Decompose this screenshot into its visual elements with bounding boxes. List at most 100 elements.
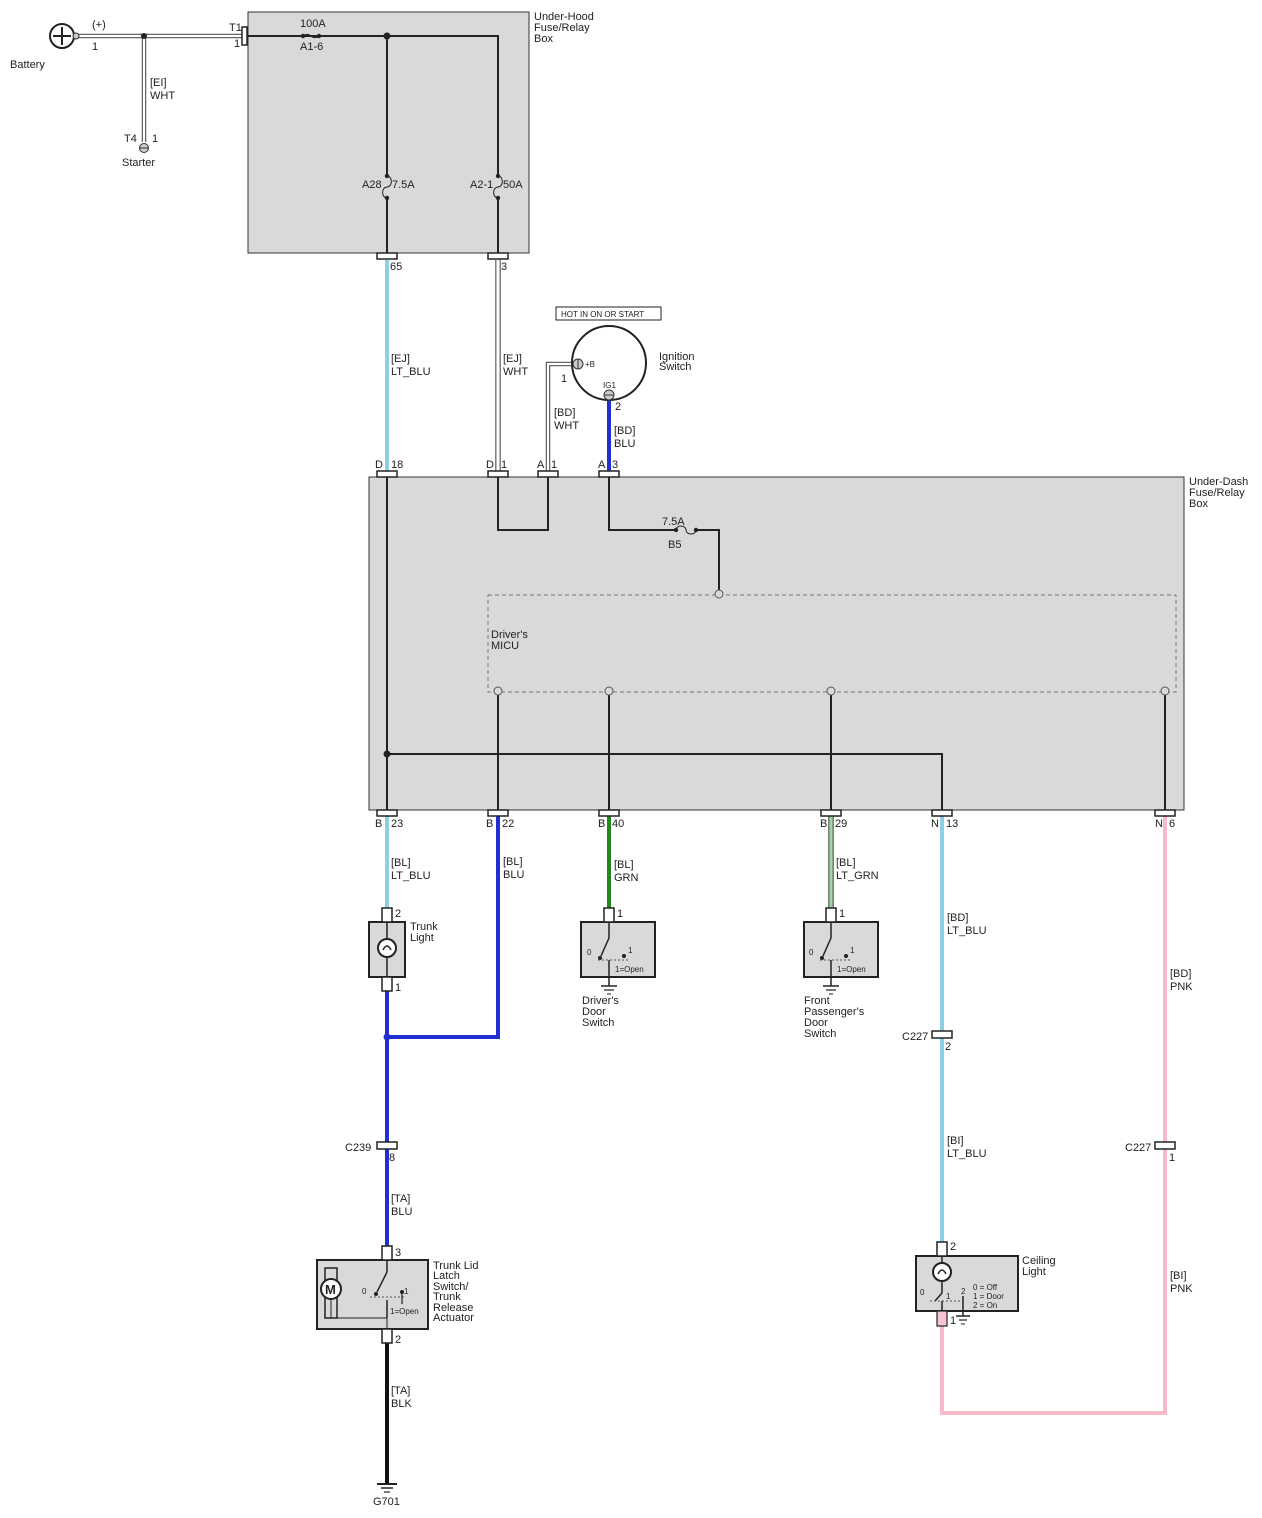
- wire-b23-color: LT_BLU: [391, 870, 431, 882]
- ud-pin-n6-a: N: [1155, 818, 1163, 830]
- starter-wire-harness: [EI]: [150, 77, 167, 89]
- ceiling-label-2: Light: [1022, 1266, 1046, 1278]
- ud-pin-b40-a: B: [598, 818, 605, 830]
- ceiling-light-icon: [915, 1241, 1019, 1327]
- c227b-pin: 1: [1169, 1152, 1175, 1164]
- hot-label: HOT IN ON OR START: [561, 310, 644, 319]
- wire-ta-blk-color: BLK: [391, 1398, 412, 1410]
- ud-pin-d1-b: 1: [501, 459, 507, 471]
- wire-n6-lower-harness: [BI]: [1170, 1270, 1187, 1282]
- trunk-light-pin-top: 2: [395, 908, 401, 920]
- wire-n13-lower-harness: [BI]: [947, 1135, 964, 1147]
- ceiling-pos0: 0: [920, 1288, 925, 1297]
- connector-pins: [241, 26, 1176, 1150]
- wire-ej-lt-blu-color: LT_BLU: [391, 366, 431, 378]
- ign-term-ig1: IG1: [603, 381, 616, 390]
- battery-icon: [49, 23, 80, 49]
- fuse-b5-id: B5: [668, 539, 681, 551]
- drv-door-pos0: 0: [587, 948, 592, 957]
- hot-in-on-start-tag: [555, 306, 662, 321]
- battery-label: Battery: [10, 59, 45, 71]
- wire-bd-blu-color: BLU: [614, 438, 635, 450]
- wire-b29-harness: [BL]: [836, 857, 856, 869]
- pass-door-pos1: 1: [850, 946, 855, 955]
- actuator-label-3: Switch/: [433, 1281, 469, 1293]
- starter-wire-color: WHT: [150, 90, 175, 102]
- ign-pin-ig1: 2: [615, 401, 621, 413]
- wire-bd-blu-harness: [BD]: [614, 425, 635, 437]
- trunk-light-label-1: Trunk: [410, 921, 438, 933]
- ud-pin-b23-a: B: [375, 818, 382, 830]
- ud-pin-d18-b: 18: [391, 459, 403, 471]
- wire-bd-wht-color: WHT: [554, 420, 579, 432]
- wire-bi-pnk: [940, 1149, 1167, 1415]
- pass-door-pin: 1: [839, 908, 845, 920]
- actuator-label-1: Trunk Lid: [433, 1260, 478, 1272]
- micu-label-2: MICU: [491, 640, 519, 652]
- wire-ta-blu-color: BLU: [391, 1206, 412, 1218]
- trunk-light-label-2: Light: [410, 932, 434, 944]
- ign-label-1: Ignition: [659, 351, 694, 363]
- c239-pin: 8: [389, 1152, 395, 1164]
- wire-ej-wht-color: WHT: [503, 366, 528, 378]
- ud-pin-b22-b: 22: [502, 818, 514, 830]
- internal-circuits: [248, 35, 1166, 810]
- wire-bl-blu: [387, 816, 500, 1039]
- wire-b40-harness: [BL]: [614, 859, 634, 871]
- wire-n13-lower-color: LT_BLU: [947, 1148, 987, 1160]
- ign-term-b: +B: [585, 360, 595, 369]
- ud-pin-n6-b: 6: [1169, 818, 1175, 830]
- ign-label-2: Switch: [659, 361, 691, 373]
- c239-name: C239: [345, 1142, 371, 1154]
- ceiling-label-1: Ceiling: [1022, 1255, 1056, 1267]
- wire-n6-upper-color: PNK: [1170, 981, 1193, 993]
- front-passenger-door-switch-icon: [803, 907, 879, 995]
- pass-door-label-1: Front: [804, 995, 830, 1007]
- ign-pin-b: 1: [561, 373, 567, 385]
- drv-door-note: 1=Open: [615, 965, 644, 974]
- fuse-a28-id: A28: [362, 179, 382, 191]
- ceiling-legend-0: 0 = Off: [973, 1283, 998, 1292]
- ud-pin-b23-b: 23: [391, 818, 403, 830]
- wire-ta-blk-harness: [TA]: [391, 1385, 410, 1397]
- fuse-a28-amps: 7.5A: [392, 179, 415, 191]
- ud-pin-b29-a: B: [820, 818, 827, 830]
- ud-pin-d18-a: D: [375, 459, 383, 471]
- fuse-a21-id: A2-1: [470, 179, 493, 191]
- actuator-motor: M: [325, 1282, 336, 1297]
- t1-label: T1: [229, 22, 242, 34]
- pass-door-pos0: 0: [809, 948, 814, 957]
- actuator-label-4: Trunk: [433, 1291, 461, 1303]
- trunk-light-icon: [368, 907, 406, 992]
- actuator-pos0: 0: [362, 1287, 367, 1296]
- ceiling-pin-top: 2: [950, 1241, 956, 1253]
- wire-n13-upper-harness: [BD]: [947, 912, 968, 924]
- wire-b23-harness: [BL]: [391, 857, 411, 869]
- ud-box-label-3: Box: [1189, 498, 1208, 510]
- wire-b40-color: GRN: [614, 872, 639, 884]
- starter-icon: [139, 143, 149, 153]
- c227b-name: C227: [1125, 1142, 1151, 1154]
- ground-label: G701: [373, 1496, 400, 1508]
- fuse-main-icon: [300, 33, 322, 39]
- actuator-pin-top: 3: [395, 1247, 401, 1259]
- wire-b22-color: BLU: [503, 869, 524, 881]
- fuse-a21-amps: 50A: [503, 179, 523, 191]
- ud-pin-a1-a: A: [537, 459, 545, 471]
- battery-polarity: (+): [92, 19, 106, 31]
- actuator-note: 1=Open: [390, 1307, 419, 1316]
- fuse-b5-amps: 7.5A: [662, 516, 685, 528]
- pass-door-label-4: Switch: [804, 1028, 836, 1040]
- ceiling-light-pnk-pin: [936, 1310, 948, 1327]
- actuator-label-5: Release: [433, 1302, 473, 1314]
- drv-door-pos1: 1: [628, 946, 633, 955]
- drv-door-label-2: Door: [582, 1006, 606, 1018]
- wire-b22-harness: [BL]: [503, 856, 523, 868]
- ud-box-label-1: Under-Dash: [1189, 476, 1248, 488]
- drv-door-pin: 1: [617, 908, 623, 920]
- ud-pin-b29-b: 29: [835, 818, 847, 830]
- ignition-switch-icon: [571, 325, 647, 401]
- ud-pin-n13-b: 13: [946, 818, 958, 830]
- uh-box-label-2: Fuse/Relay: [534, 22, 590, 34]
